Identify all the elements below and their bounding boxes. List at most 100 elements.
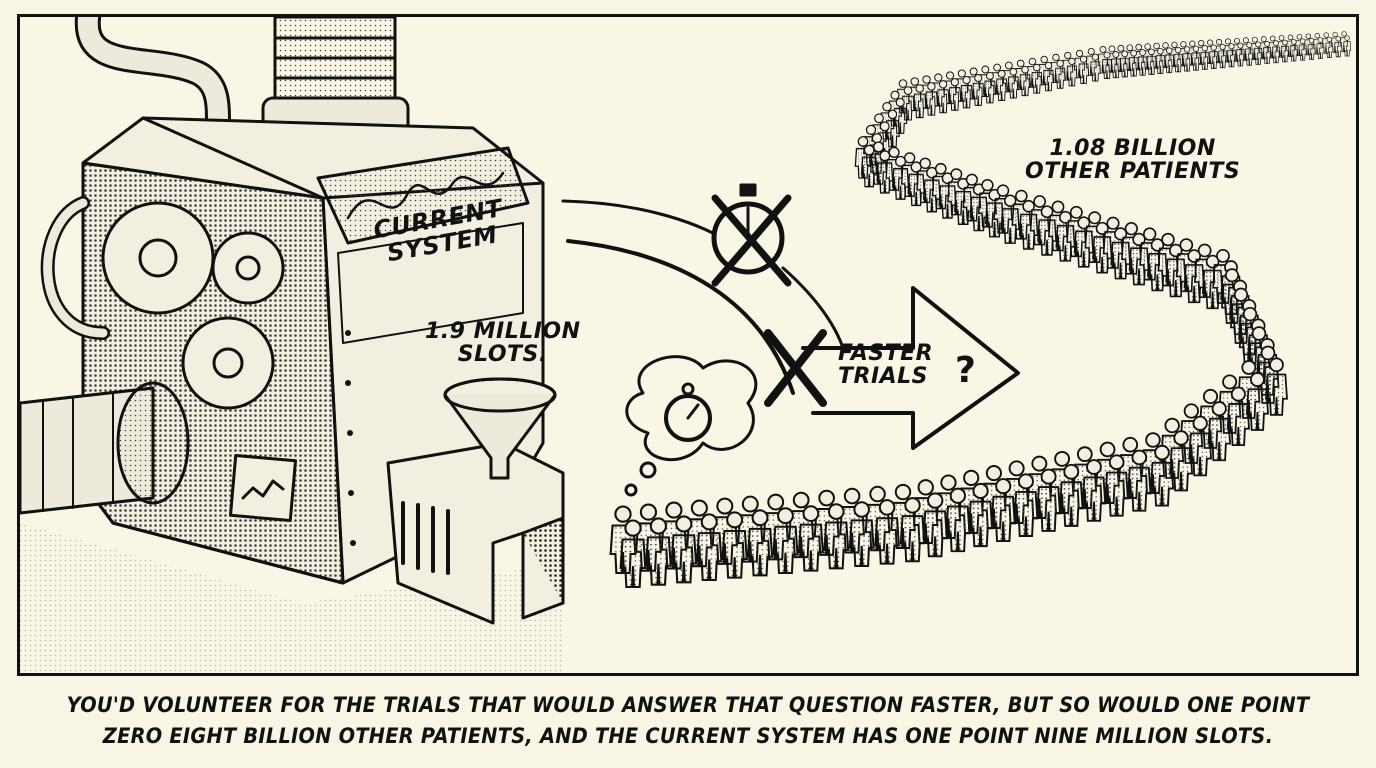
patient-figure [772, 507, 799, 574]
patient-figure [1089, 53, 1101, 82]
patient-figure [1019, 65, 1032, 97]
patient-figure [848, 501, 875, 567]
patient-figure [619, 519, 647, 589]
patient-figure [746, 509, 774, 577]
patient-figure [1262, 40, 1272, 64]
patient-figure [1173, 46, 1184, 73]
patient-figure [960, 76, 973, 109]
patient-figure [1188, 415, 1213, 477]
patient-crowd [609, 31, 1352, 589]
flow-line-lower [566, 239, 795, 395]
patient-figure [1155, 48, 1166, 74]
patient-figure [983, 71, 997, 104]
patient-figure [924, 82, 938, 116]
patient-figure [899, 497, 926, 563]
caption-line-1: YOU'D VOLUNTEER FOR THE TRIALS THAT WOUL… [66, 693, 1310, 717]
patient-figure [1245, 372, 1269, 431]
patient-figure [1119, 50, 1131, 78]
patient-figure [1244, 42, 1254, 66]
patient-figure [1137, 49, 1148, 76]
patient-figure [1081, 459, 1107, 522]
patient-figure [797, 505, 824, 572]
chimney [261, 17, 410, 140]
patient-figure [1253, 41, 1263, 65]
patient-figure [1042, 61, 1055, 92]
crossed-stopwatch-icon [711, 183, 792, 287]
slot-dispenser [386, 441, 565, 625]
patient-figure [1325, 36, 1334, 59]
patient-figure [1343, 35, 1352, 57]
patient-figure [1128, 49, 1139, 77]
patient-figure [1316, 37, 1325, 59]
patient-figure [695, 513, 723, 582]
patient-figure [922, 492, 948, 558]
patient-figure [1271, 40, 1281, 64]
patient-figure [1164, 47, 1175, 74]
patient-figure [1226, 43, 1237, 68]
floor-shadow [20, 523, 563, 673]
arrow-label: FASTER TRIALS [838, 342, 933, 388]
patient-figure [1149, 444, 1175, 507]
patient-figure [1104, 454, 1129, 517]
patient-figure [1191, 45, 1201, 71]
patient-figure [1182, 46, 1192, 72]
patient-figure [1199, 45, 1210, 70]
patient-figure [1217, 43, 1228, 69]
patient-figure [721, 511, 748, 579]
caption: YOU'D VOLUNTEER FOR THE TRIALS THAT WOUL… [0, 690, 1376, 752]
arrow-label-line2: TRIALS [838, 364, 929, 390]
patient-figure [1169, 430, 1194, 492]
gear-icon [101, 201, 285, 410]
cross-out-icon [764, 329, 827, 407]
patient-figure [1208, 44, 1219, 69]
patient-figure [1127, 449, 1152, 512]
patient-figure [670, 515, 698, 584]
patient-figure [995, 69, 1008, 101]
patient-figure [1280, 39, 1290, 63]
patient-figure [1007, 67, 1020, 99]
slots-label-line2: SLOTS. [457, 342, 548, 368]
patient-figure [1054, 59, 1066, 89]
patient-figure [936, 80, 950, 114]
patients-label: 1.08 BILLION OTHER PATIENTS [1025, 137, 1240, 183]
stopwatch-icon [664, 382, 712, 442]
machine-screen [316, 146, 530, 245]
funnel-icon [443, 377, 557, 480]
patient-figure [1066, 57, 1078, 87]
patient-figure [1078, 55, 1090, 84]
patients-label-line2: OTHER PATIENTS [1025, 159, 1241, 185]
caption-line-2: ZERO EIGHT BILLION OTHER PATIENTS, AND T… [102, 724, 1274, 748]
patient-figure [1013, 473, 1039, 537]
patient-figure [874, 499, 900, 565]
patient-figure [1058, 463, 1084, 527]
comic-panel: CURRENT SYSTEM 1.9 MILLION SLOTS. FASTER… [17, 14, 1359, 676]
patient-figure [1030, 63, 1043, 94]
slots-label: 1.9 MILLION SLOTS. [425, 320, 581, 366]
patient-figure [645, 517, 672, 586]
faster-trials-arrow [801, 286, 1020, 450]
patient-figure [945, 487, 971, 553]
patient-figure [1289, 39, 1299, 62]
arrow-label-line1: FASTER [838, 341, 934, 366]
patient-figure [1036, 468, 1062, 532]
patient-figure [913, 84, 927, 119]
patient-figure [1265, 357, 1288, 416]
question-mark: ? [955, 350, 977, 391]
patient-figure [1110, 50, 1122, 79]
patients-label-line1: 1.08 BILLION [1049, 136, 1216, 161]
patient-figure [1307, 37, 1316, 60]
slots-label-line1: 1.9 MILLION [425, 319, 581, 344]
patient-figure [1298, 38, 1307, 61]
patient-figure [948, 78, 962, 111]
patient-figure [967, 482, 994, 548]
pipe [20, 381, 190, 515]
flow-line-upper [561, 199, 845, 350]
patient-figure [1207, 401, 1232, 462]
patient-figure [990, 478, 1016, 543]
patient-figure [823, 503, 850, 570]
patient-figure [1226, 386, 1251, 447]
patient-figure [1235, 42, 1246, 67]
patient-figure [1146, 48, 1157, 75]
patient-figure [1334, 36, 1343, 58]
patient-figure [971, 73, 985, 106]
